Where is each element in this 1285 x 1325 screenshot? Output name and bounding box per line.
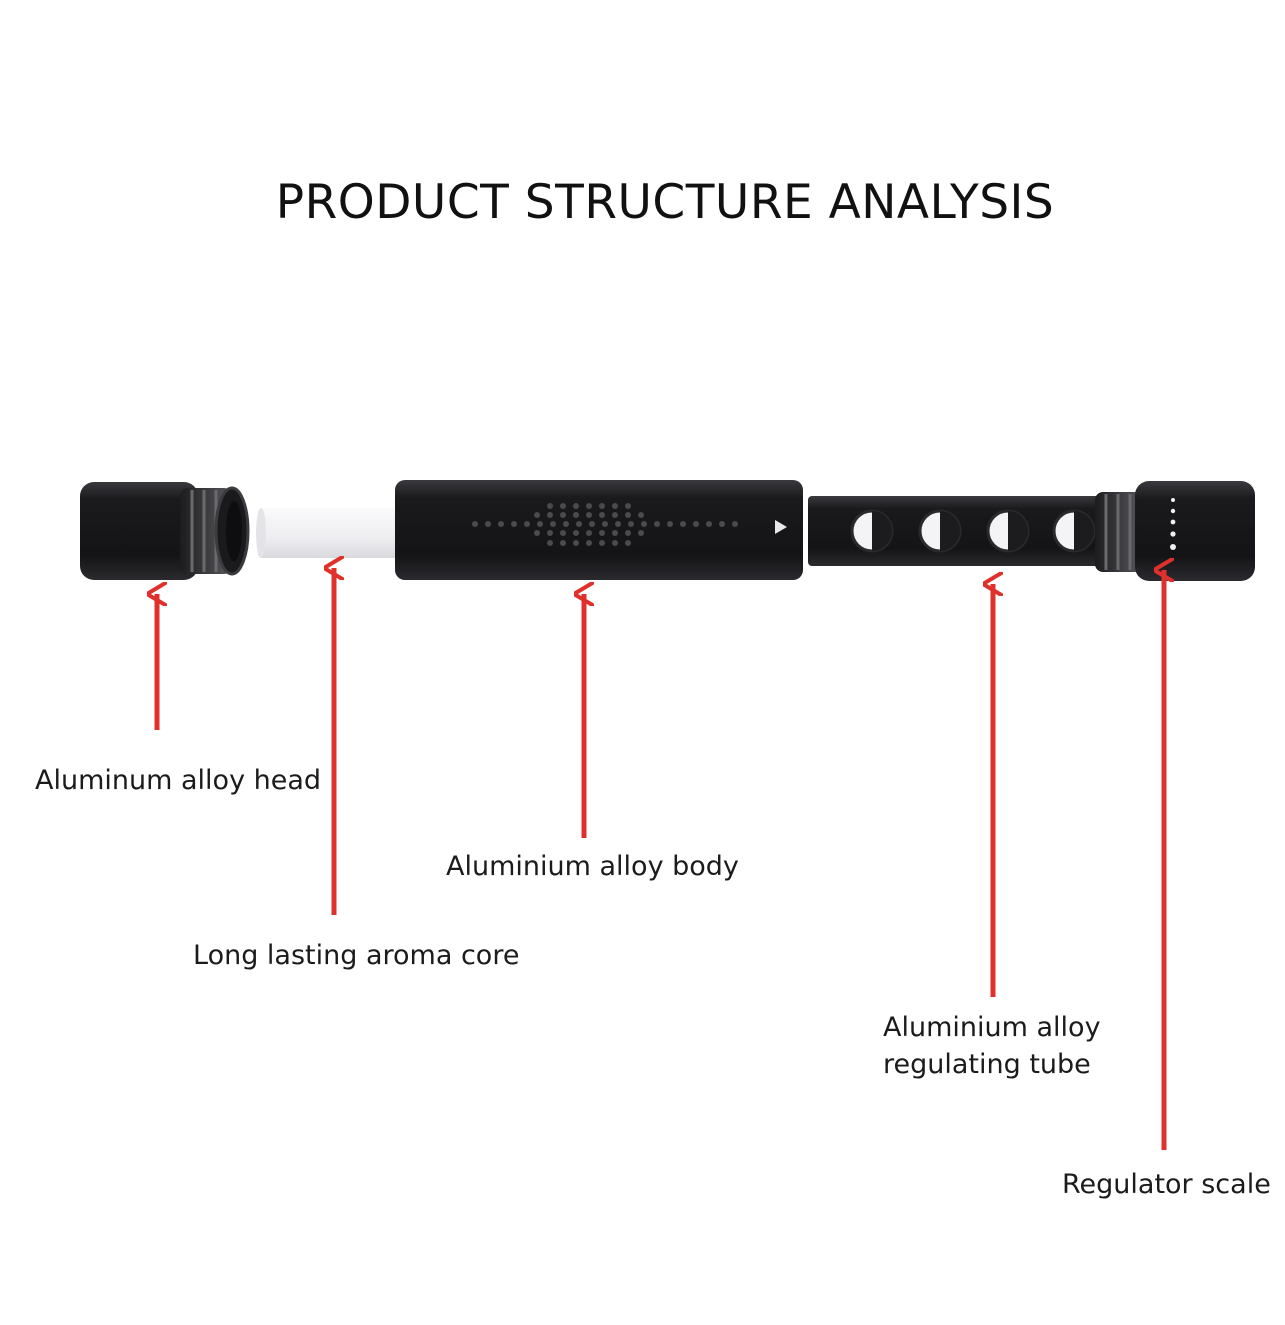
vent-hole bbox=[612, 530, 618, 536]
vent-hole bbox=[599, 503, 605, 509]
tube-window bbox=[1052, 509, 1096, 553]
vent-hole bbox=[625, 503, 631, 509]
vent-hole bbox=[573, 503, 579, 509]
vent-hole bbox=[511, 521, 517, 527]
label-aluminium-body: Aluminium alloy body bbox=[446, 851, 739, 882]
scale-dots bbox=[1170, 498, 1176, 550]
vent-hole bbox=[576, 521, 582, 527]
vent-hole bbox=[560, 530, 566, 536]
vent-hole bbox=[485, 521, 491, 527]
vent-hole bbox=[599, 512, 605, 518]
aroma-core-part bbox=[256, 508, 408, 558]
label-regulating-tube-line1: Aluminium alloy bbox=[883, 1012, 1101, 1043]
label-regulating-tube-line2: regulating tube bbox=[883, 1049, 1091, 1080]
vent-hole bbox=[550, 521, 556, 527]
vent-hole bbox=[547, 540, 553, 546]
vent-hole bbox=[654, 521, 660, 527]
play-triangle-icon bbox=[775, 520, 787, 534]
vent-hole bbox=[547, 530, 553, 536]
vent-hole bbox=[641, 521, 647, 527]
tube-window bbox=[918, 509, 962, 553]
vent-hole bbox=[586, 540, 592, 546]
vent-hole bbox=[560, 503, 566, 509]
aluminium-body-part bbox=[395, 480, 803, 580]
vent-hole bbox=[706, 521, 712, 527]
vent-hole bbox=[625, 540, 631, 546]
vent-hole bbox=[615, 521, 621, 527]
vent-hole bbox=[560, 540, 566, 546]
vent-hole bbox=[586, 512, 592, 518]
regulator-scale-part bbox=[1095, 481, 1255, 581]
vent-hole bbox=[586, 530, 592, 536]
vent-hole bbox=[693, 521, 699, 527]
vent-hole bbox=[612, 540, 618, 546]
vent-hole bbox=[732, 521, 738, 527]
vent-hole bbox=[498, 521, 504, 527]
vent-hole bbox=[472, 521, 478, 527]
vent-hole bbox=[547, 512, 553, 518]
vent-hole bbox=[625, 512, 631, 518]
vent-hole bbox=[638, 530, 644, 536]
vent-hole bbox=[599, 530, 605, 536]
vent-hole bbox=[667, 521, 673, 527]
aluminum-head-part bbox=[80, 482, 250, 580]
vent-hole bbox=[625, 530, 631, 536]
vent-hole bbox=[680, 521, 686, 527]
vent-hole bbox=[628, 521, 634, 527]
tube-window bbox=[986, 509, 1030, 553]
vent-hole bbox=[602, 521, 608, 527]
label-aroma-core: Long lasting aroma core bbox=[193, 940, 520, 971]
page-title: PRODUCT STRUCTURE ANALYSIS bbox=[275, 175, 1055, 230]
vent-hole bbox=[599, 540, 605, 546]
label-regulator-scale: Regulator scale bbox=[1062, 1169, 1271, 1200]
label-aluminum-head: Aluminum alloy head bbox=[35, 765, 322, 796]
vent-hole bbox=[586, 503, 592, 509]
vent-hole bbox=[534, 512, 540, 518]
label-regulating-tube: Aluminium alloy regulating tube bbox=[883, 1009, 1101, 1083]
vent-hole bbox=[547, 503, 553, 509]
vent-hole bbox=[612, 512, 618, 518]
vent-hole bbox=[638, 512, 644, 518]
vent-hole bbox=[534, 530, 540, 536]
tube-window bbox=[850, 509, 894, 553]
vent-hole bbox=[524, 521, 530, 527]
vent-hole bbox=[537, 521, 543, 527]
vent-hole bbox=[589, 521, 595, 527]
regulating-tube-part bbox=[808, 496, 1102, 566]
vent-hole bbox=[719, 521, 725, 527]
vent-hole bbox=[573, 540, 579, 546]
vent-hole bbox=[612, 503, 618, 509]
vent-hole bbox=[573, 512, 579, 518]
vent-hole bbox=[573, 530, 579, 536]
vent-hole bbox=[563, 521, 569, 527]
vent-hole bbox=[560, 512, 566, 518]
